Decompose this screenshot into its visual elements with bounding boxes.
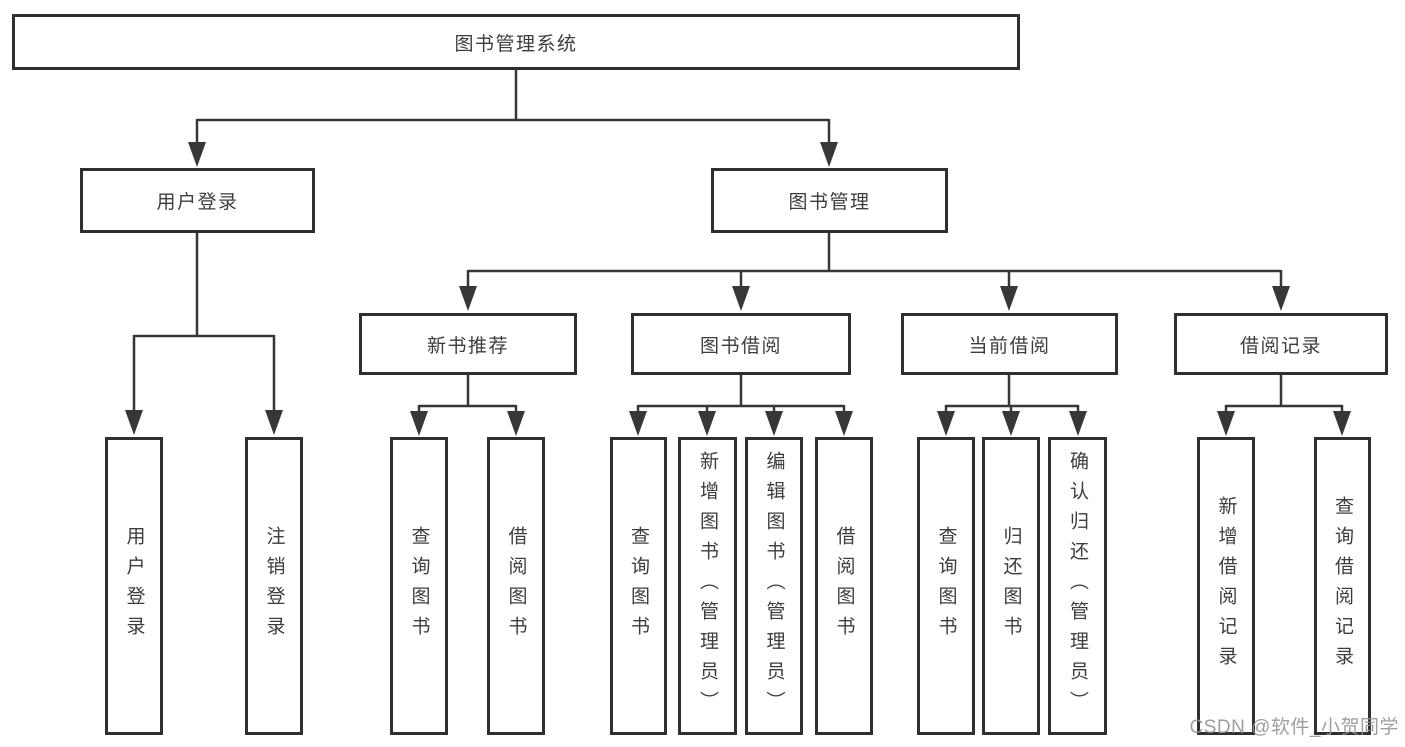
leaf-logout: 注销登录 (245, 437, 303, 735)
leaf-user-login: 用户登录 (105, 437, 163, 735)
node-current-borrow: 当前借阅 (901, 313, 1118, 375)
leaf-user-login-label: 用户登录 (123, 526, 145, 646)
leaf-query-books-3: 查询图书 (917, 437, 975, 735)
leaf-confirm-return-admin-label: 确认归还（管理员） (1067, 451, 1088, 721)
leaf-query-books-1-label: 查询图书 (408, 526, 430, 646)
node-new-book-recommend: 新书推荐 (359, 313, 577, 375)
leaf-edit-books-admin: 编辑图书（管理员） (745, 437, 803, 735)
leaf-return-books: 归还图书 (982, 437, 1040, 735)
leaf-query-books-3-label: 查询图书 (935, 526, 957, 646)
leaf-query-books-1: 查询图书 (390, 437, 448, 735)
leaf-query-borrow-record-label: 查询借阅记录 (1332, 496, 1353, 676)
leaf-query-borrow-record: 查询借阅记录 (1314, 437, 1371, 735)
leaf-borrow-books-1-label: 借阅图书 (505, 526, 527, 646)
leaf-query-books-2: 查询图书 (610, 437, 667, 735)
node-user-login: 用户登录 (80, 168, 315, 233)
leaf-add-books-admin: 新增图书（管理员） (678, 437, 737, 735)
leaf-query-books-2-label: 查询图书 (628, 526, 649, 646)
leaf-return-books-label: 归还图书 (1000, 526, 1022, 646)
node-library-management-system: 图书管理系统 (12, 14, 1020, 70)
leaf-logout-label: 注销登录 (263, 526, 285, 646)
csdn-watermark: CSDN @软件_小贺同学 (1189, 717, 1399, 738)
leaf-add-books-admin-label: 新增图书（管理员） (697, 451, 718, 721)
leaf-borrow-books-2-label: 借阅图书 (833, 526, 855, 646)
leaf-borrow-books-2: 借阅图书 (815, 437, 873, 735)
leaf-add-borrow-record: 新增借阅记录 (1197, 437, 1255, 735)
node-book-management: 图书管理 (711, 168, 948, 233)
leaf-confirm-return-admin: 确认归还（管理员） (1048, 437, 1107, 735)
leaf-add-borrow-record-label: 新增借阅记录 (1215, 496, 1237, 676)
node-book-borrow: 图书借阅 (631, 313, 851, 375)
leaf-edit-books-admin-label: 编辑图书（管理员） (763, 451, 785, 721)
leaf-borrow-books-1: 借阅图书 (487, 437, 545, 735)
node-borrow-records: 借阅记录 (1174, 313, 1388, 375)
